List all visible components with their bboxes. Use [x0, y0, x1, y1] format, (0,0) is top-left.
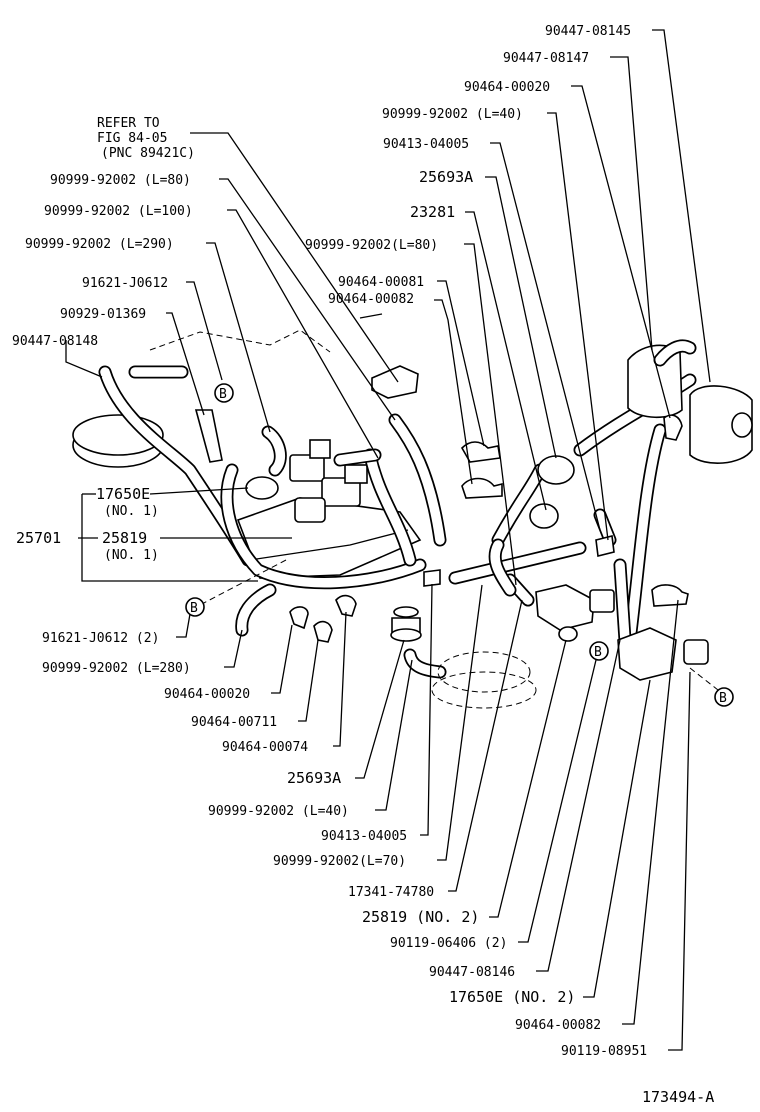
callout-b-2-text: B [190, 601, 198, 616]
label-90999-92002-l40-top: 90999-92002 (L=40) [382, 107, 523, 122]
label-90999-92002-l80-mid: 90999-92002(L=80) [305, 238, 438, 253]
label-90447-08148: 90447-08148 [12, 334, 98, 349]
label-90999-92002-l290: 90999-92002 (L=290) [25, 237, 174, 252]
label-91621-j0612: 91621-J0612 [82, 276, 168, 291]
label-refer-line2: FIG 84-05 [97, 131, 167, 146]
label-25701: 25701 [16, 529, 61, 547]
label-90999-92002-l80: 90999-92002 (L=80) [50, 173, 191, 188]
label-17650e-no1: 17650E [96, 485, 150, 503]
callout-b-2: B [185, 597, 205, 617]
label-refer-line3: (PNC 89421C) [101, 146, 195, 161]
label-90464-00020-left: 90464-00020 [164, 687, 250, 702]
label-90929-01369: 90929-01369 [60, 307, 146, 322]
label-90447-08146: 90447-08146 [429, 965, 515, 980]
label-90999-92002-l100: 90999-92002 (L=100) [44, 204, 193, 219]
label-25693a-top: 25693A [419, 168, 473, 186]
label-23281: 23281 [410, 203, 455, 221]
label-17650e-no2: 17650E (NO. 2) [449, 988, 575, 1006]
part-labels: REFER TO FIG 84-05 (PNC 89421C) 90999-92… [12, 24, 714, 1106]
label-91621-j0612-2: 91621-J0612 (2) [42, 631, 159, 646]
label-90464-00082-mid: 90464-00082 [328, 292, 414, 307]
label-90464-00711: 90464-00711 [191, 715, 277, 730]
callout-b-3-text: B [594, 645, 602, 660]
label-17341-74780: 17341-74780 [348, 885, 434, 900]
label-90413-04005-top: 90413-04005 [383, 137, 469, 152]
callout-b-3: B [589, 641, 609, 661]
label-90999-92002-l280: 90999-92002 (L=280) [42, 661, 191, 676]
label-90119-06406: 90119-06406 (2) [390, 936, 507, 951]
figure-number: 173494-A [642, 1088, 714, 1106]
label-refer-line1: REFER TO [97, 116, 160, 131]
callout-b-1: B [214, 383, 234, 403]
label-90464-00020-top: 90464-00020 [464, 80, 550, 95]
label-25693a-bottom: 25693A [287, 769, 341, 787]
label-25819-no2: 25819 (NO. 2) [362, 908, 479, 926]
label-90999-92002-l70: 90999-92002(L=70) [273, 854, 406, 869]
label-90464-00074: 90464-00074 [222, 740, 308, 755]
label-90447-08145: 90447-08145 [545, 24, 631, 39]
label-17650e-no1-sub: (NO. 1) [104, 504, 159, 519]
label-90447-08147: 90447-08147 [503, 51, 589, 66]
label-90464-00082-bottom: 90464-00082 [515, 1018, 601, 1033]
label-90413-04005-bottom: 90413-04005 [321, 829, 407, 844]
callout-b-marks: B B B B [185, 383, 734, 707]
label-90119-08951: 90119-08951 [561, 1044, 647, 1059]
callout-b-4-text: B [719, 691, 727, 706]
label-25819-no1-sub: (NO. 1) [104, 548, 159, 563]
leader-lines [65, 29, 711, 1051]
label-25819-no1: 25819 [102, 529, 147, 547]
label-90999-92002-l40-bottom: 90999-92002 (L=40) [208, 804, 349, 819]
label-90464-00081: 90464-00081 [338, 275, 424, 290]
parts-illustration [72, 313, 753, 709]
callout-b-4: B [714, 687, 734, 707]
callout-b-1-text: B [219, 387, 227, 402]
